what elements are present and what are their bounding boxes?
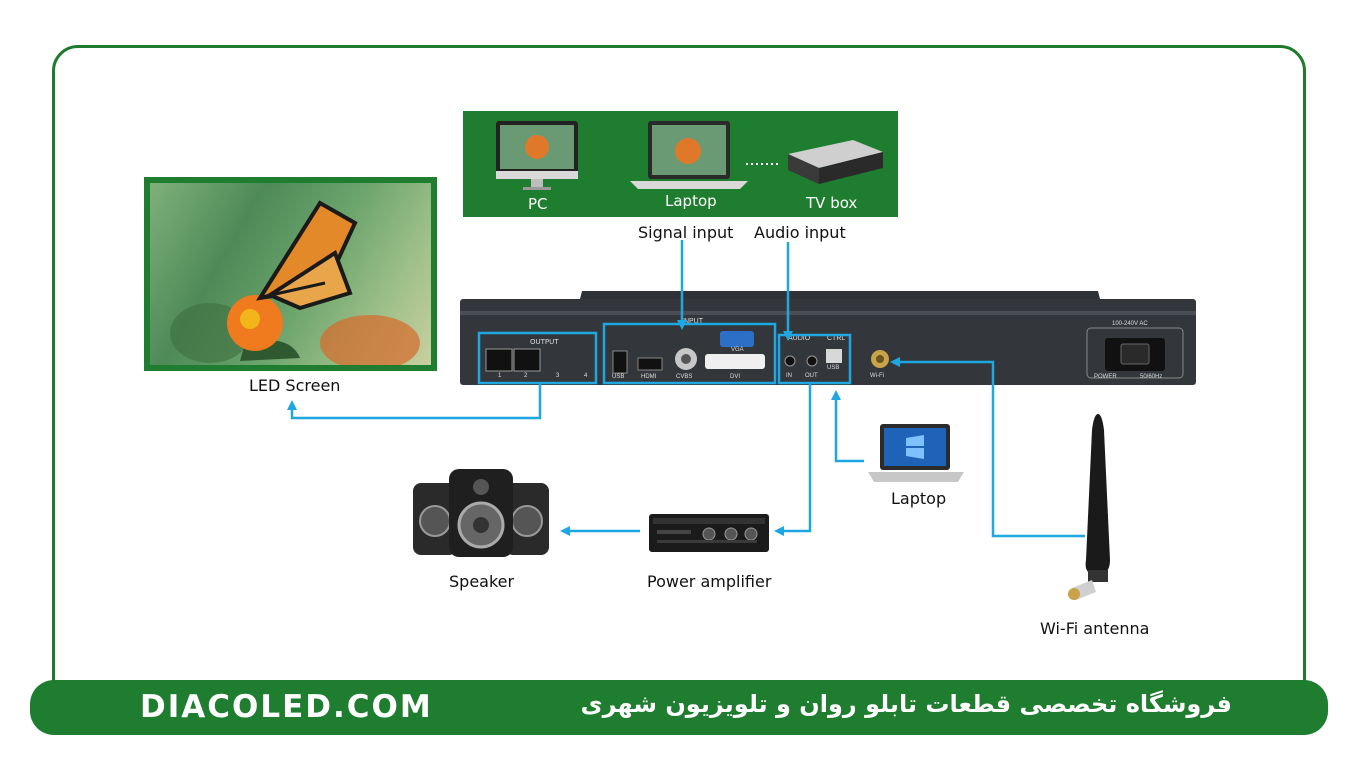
audio-in-label: IN [786,373,792,379]
signal-input-label: Signal input [638,223,734,242]
frequency-label: 50/60Hz [1140,374,1163,380]
laptop-source-icon [630,121,748,189]
cvbs-label: CVBS [676,374,693,380]
power-rating-label: 100-240V AC [1112,321,1148,327]
dotted-separator [746,163,780,165]
output-port-1-label: 1 [498,373,502,379]
usb-input-label: USB [612,374,625,380]
wifi-antenna-icon [1068,414,1110,600]
led-screen-label: LED Screen [249,376,341,395]
input-group-label: INPUT [682,318,703,325]
ctrl-usb-label: USB [827,365,840,371]
power-label: POWER [1094,374,1117,380]
laptop-source-label: Laptop [665,192,717,210]
butterfly-flower-image [170,200,420,365]
output-group-label: OUTPUT [530,338,559,346]
speaker-icon [413,469,549,557]
output-port-4-label: 4 [584,373,588,379]
audio-ctrl-highlight-box [777,333,852,385]
audio-out-label: OUT [805,373,818,379]
store-tagline: فروشگاه تخصصی قطعات تابلو روان و تلویزیو… [580,690,1232,718]
output-highlight-box [477,331,598,385]
vga-label: VGA [731,347,744,353]
ctrl-group-label: CTRL [827,335,846,342]
led-controller-device: OUTPUT 1 2 3 4 INPUT USB HDMI CVBS VGA D… [460,291,1196,387]
speaker-label: Speaker [449,572,515,591]
led-screen-panel [144,177,437,371]
hdmi-label: HDMI [641,374,657,380]
power-amplifier-label: Power amplifier [647,572,772,591]
laptop-label: Laptop [891,489,947,508]
pc-label: PC [528,195,548,213]
led-screen-image [150,183,431,365]
output-port-3-label: 3 [556,373,560,379]
dvi-label: DVI [730,374,741,380]
brand-website[interactable]: DIACOLED.COM [140,689,433,725]
source-devices-panel: PC Laptop TV box [463,111,898,217]
tv-box-label: TV box [806,194,858,212]
wifi-port-label: Wi-Fi [870,373,884,379]
output-port-2-label: 2 [524,373,528,379]
tv-box-icon [788,140,883,184]
control-laptop-icon [868,424,964,482]
power-amplifier-icon [649,514,769,552]
wifi-antenna-label: Wi-Fi antenna [1040,619,1150,638]
footer-banner: DIACOLED.COM فروشگاه تخصصی قطعات تابلو ر… [30,680,1328,735]
pc-monitor-icon [496,121,578,190]
audio-input-label: Audio input [754,223,846,242]
audio-group-label: AUDIO [788,335,811,342]
input-highlight-box [602,322,777,385]
